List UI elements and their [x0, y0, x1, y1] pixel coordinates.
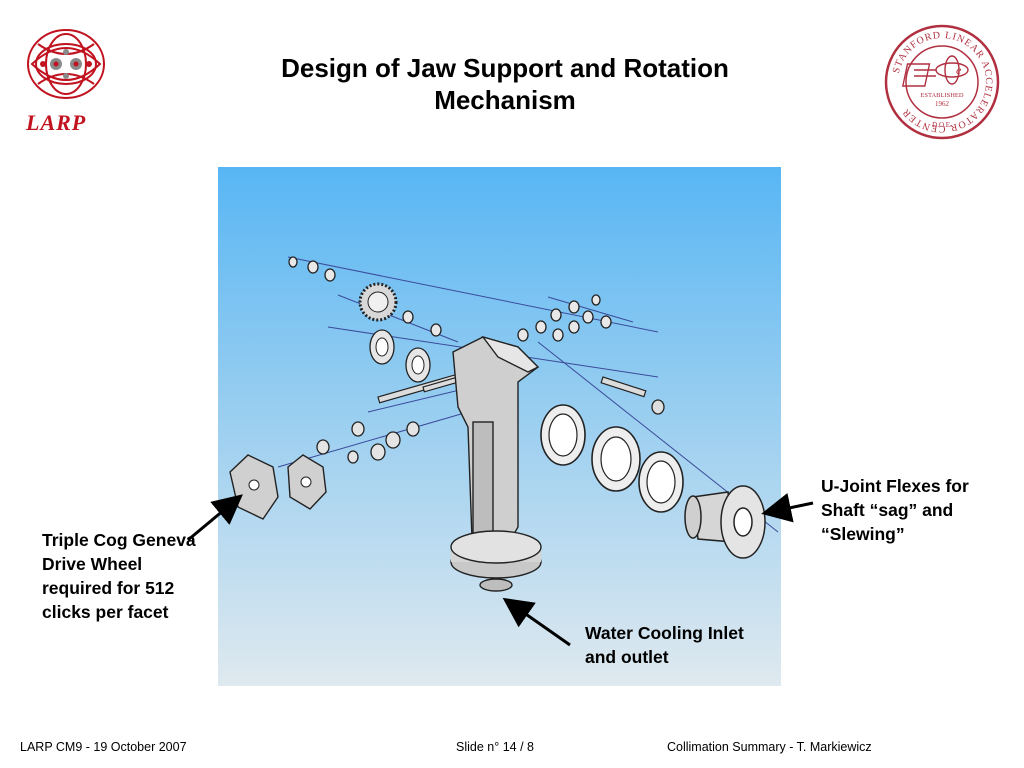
footer-slide-number: Slide n° 14 / 8: [456, 740, 534, 754]
slac-seal: STANFORD LINEAR ACCELERATOR CENTER e EST…: [884, 24, 1000, 140]
footer-event-date: LARP CM9 - 19 October 2007: [20, 740, 187, 754]
annotation-geneva-drive: Triple Cog Geneva Drive Wheel required f…: [42, 530, 196, 622]
annotation-water-cooling: Water Cooling Inlet and outlet: [585, 623, 744, 667]
annotation-u-joint: U-Joint Flexes for Shaft “sag” and “Slew…: [821, 476, 969, 544]
seal-established: ESTABLISHED: [920, 92, 963, 99]
seal-doe: D.O.E.: [932, 121, 952, 129]
svg-text:e: e: [956, 63, 962, 77]
exploded-assembly-figure: [218, 167, 781, 686]
larp-emblem-icon: [27, 29, 105, 99]
footer-author: Collimation Summary - T. Markiewicz: [667, 740, 872, 754]
larp-logo-text: LARP: [26, 110, 87, 135]
slac-seal-icon: STANFORD LINEAR ACCELERATOR CENTER e EST…: [884, 24, 1000, 140]
seal-year: 1962: [935, 100, 950, 108]
slide-title: Design of Jaw Support and Rotation Mecha…: [281, 53, 729, 115]
assembly-drawing: [229, 256, 779, 592]
larp-logo: [18, 22, 118, 137]
